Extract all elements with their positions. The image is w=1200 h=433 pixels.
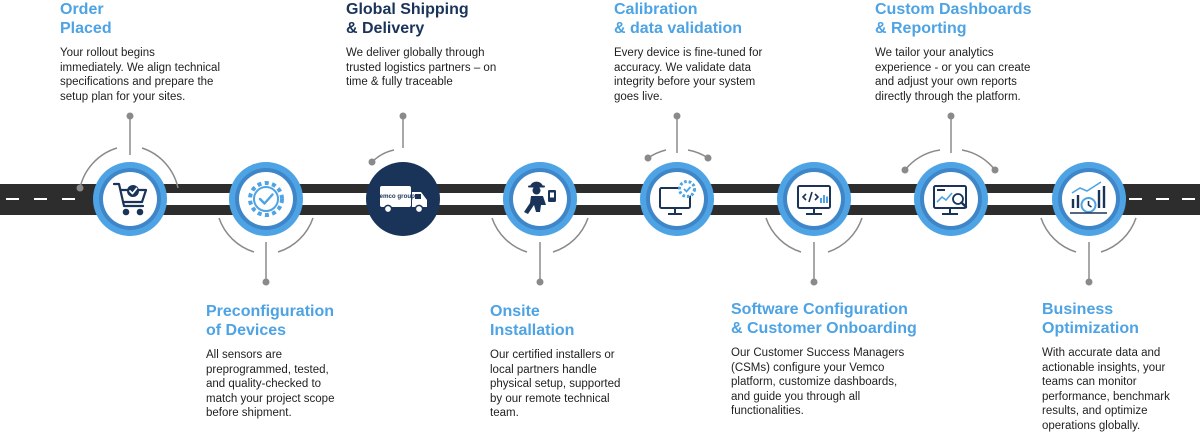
monitor-code-icon (797, 185, 831, 215)
step-description: Our Customer Success Managers (CSMs) con… (731, 347, 905, 417)
step-description: Every device is fine-tuned for accuracy.… (614, 47, 763, 103)
step-description: All sensors are preprogrammed, tested, a… (206, 349, 335, 419)
technician-icon (524, 181, 556, 214)
step-circle-software (777, 162, 851, 236)
step-title: Business Optimization (1042, 301, 1139, 337)
gear-check-icon (248, 181, 284, 217)
step-description: We deliver globally through trusted logi… (346, 47, 497, 88)
monitor-gear-icon (659, 180, 696, 215)
step-business-optimization: Business Optimization With accurate data… (1042, 300, 1197, 433)
step-custom-dashboards: Custom Dashboards & Reporting We tailor … (875, 0, 1075, 104)
step-description: With accurate data and actionable insigh… (1042, 347, 1170, 432)
connector-dots (76, 112, 1093, 286)
step-title: Global Shipping & Delivery (346, 1, 469, 37)
step-software-configuration: Software Configuration & Customer Onboar… (731, 300, 961, 419)
step-circle-preconfiguration (229, 162, 303, 236)
delivery-truck-icon: vemco group (376, 186, 427, 214)
step-title: Order Placed (60, 1, 112, 37)
step-circle-calibration (640, 162, 714, 236)
step-title: Onsite Installation (490, 303, 575, 339)
step-calibration: Calibration & data validation Every devi… (614, 0, 814, 104)
step-title: Calibration & data validation (614, 1, 743, 37)
step-onsite-installation: Onsite Installation Our certified instal… (490, 302, 690, 421)
step-circle-shipping: vemco group (366, 162, 440, 236)
step-order-placed: Order Placed Your rollout begins immedia… (60, 0, 260, 104)
growth-chart-clock-icon (1070, 181, 1107, 214)
step-description: Your rollout begins immediately. We alig… (60, 47, 221, 103)
step-global-shipping: Global Shipping & Delivery We deliver gl… (346, 0, 546, 90)
truck-label: vemco group (376, 193, 415, 200)
step-preconfiguration: Preconfiguration of Devices All sensors … (206, 302, 406, 421)
step-title: Custom Dashboards & Reporting (875, 1, 1032, 37)
step-title: Preconfiguration of Devices (206, 303, 335, 339)
step-circle-optimization (1052, 162, 1126, 236)
step-circle-order (93, 162, 167, 236)
step-circle-installation (503, 162, 577, 236)
step-description: Our certified installers or local partne… (490, 349, 621, 419)
step-description: We tailor your analytics experience - or… (875, 47, 1031, 103)
shopping-cart-check-icon (112, 182, 148, 216)
step-circle-dashboards (914, 162, 988, 236)
dashboard-magnifier-icon (933, 185, 968, 215)
step-title: Software Configuration & Customer Onboar… (731, 301, 917, 337)
